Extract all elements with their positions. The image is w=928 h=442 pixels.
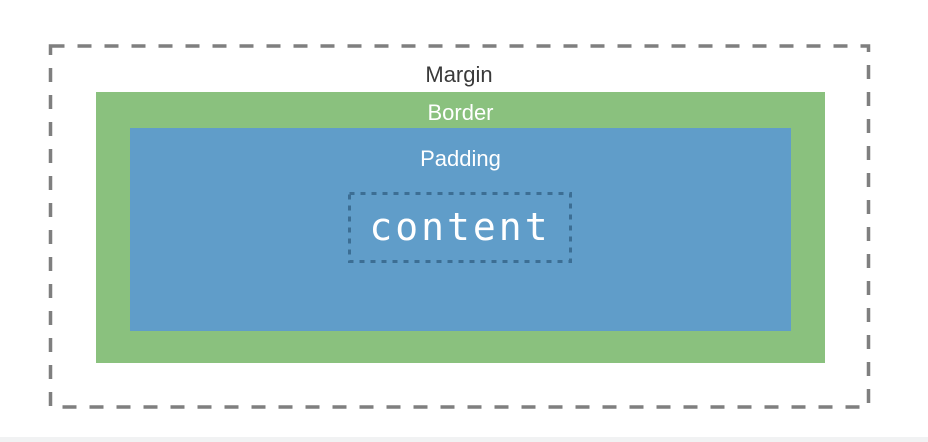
border-label: Border <box>427 100 494 125</box>
content-label: content <box>369 204 551 249</box>
page-bottom-edge <box>0 437 928 442</box>
margin-label: Margin <box>425 62 493 87</box>
content-area: content <box>348 192 572 263</box>
padding-label: Padding <box>420 146 501 171</box>
